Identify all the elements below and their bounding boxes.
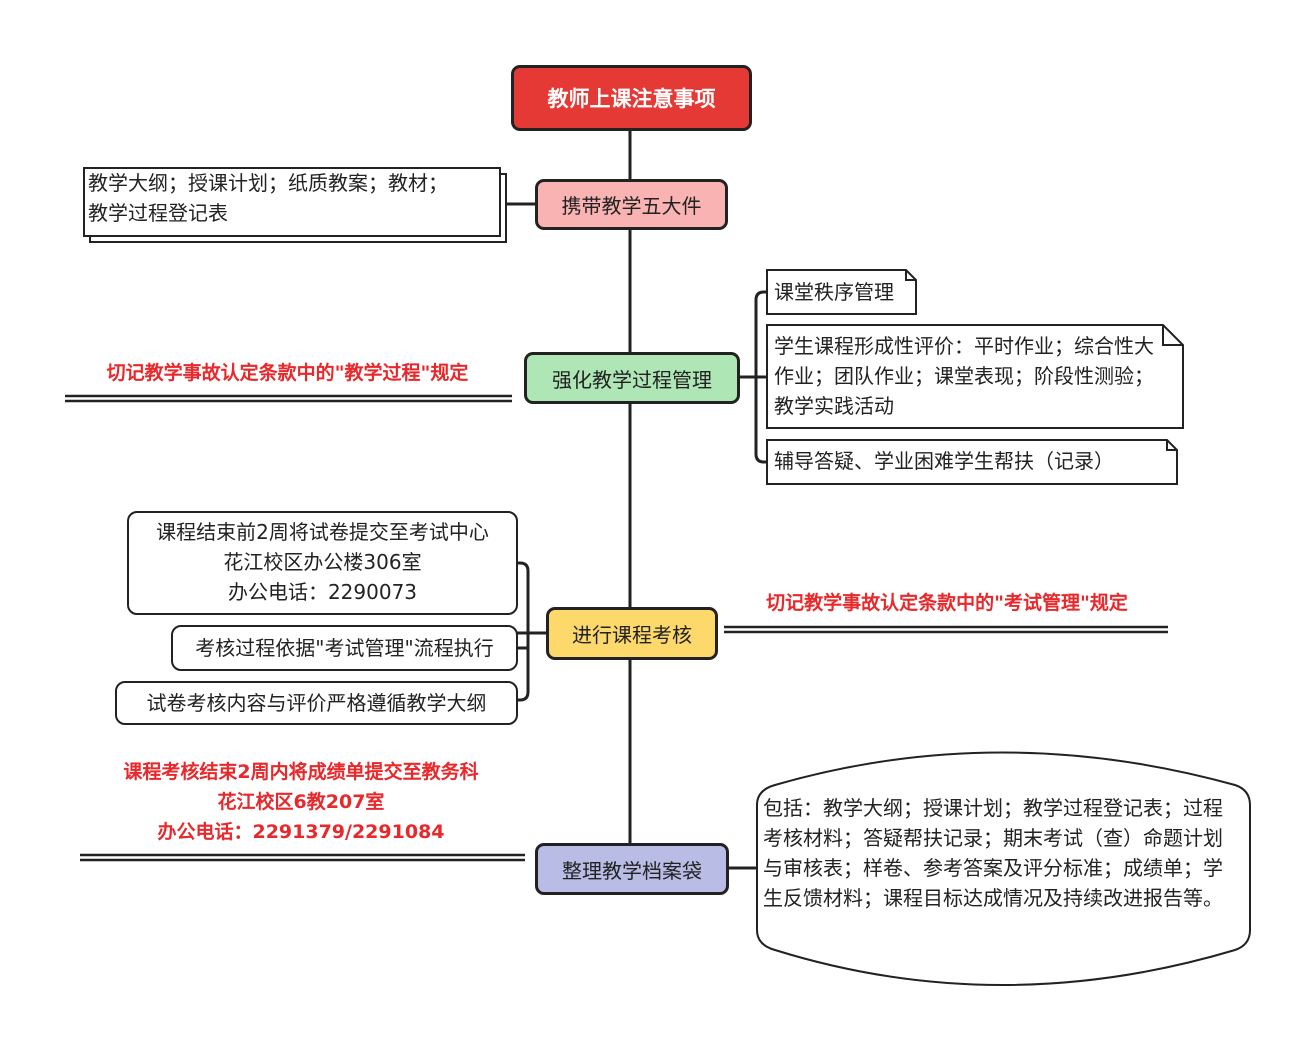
note-box xyxy=(766,439,1178,485)
branch-carry-documents[interactable]: 携带教学五大件 xyxy=(535,179,728,230)
rounded-box xyxy=(127,511,518,615)
note-box xyxy=(766,324,1184,429)
branch-teaching-archive[interactable]: 整理教学档案袋 xyxy=(535,843,729,895)
note-line: 花江校区6教207室 xyxy=(217,791,385,813)
assessment-item: 考核过程依据"考试管理"流程执行 xyxy=(195,636,494,660)
rounded-box xyxy=(115,681,518,725)
root-node[interactable]: 教师上课注意事项 xyxy=(511,65,752,131)
note-line: 课程考核结束2周内将成绩单提交至教务科 xyxy=(123,761,479,783)
carry-documents-details: 教学大纲；授课计划；纸质教案；教材； 教学过程登记表 xyxy=(88,168,498,228)
bracket xyxy=(517,561,530,702)
branch-process-management[interactable]: 强化教学过程管理 xyxy=(524,352,740,404)
assessment-note: 切记教学事故认定条款中的"考试管理"规定 xyxy=(766,592,1128,614)
assessment-item: 试卷考核内容与评价严格遵循教学大纲 xyxy=(146,691,487,715)
item-line: 办公电话：2290073 xyxy=(227,580,418,604)
process-note: 切记教学事故认定条款中的"教学过程"规定 xyxy=(106,362,469,384)
item-line: 花江校区办公楼306室 xyxy=(223,550,422,574)
detail-line: 教学过程登记表 xyxy=(88,201,228,225)
archive-note: 课程考核结束2周内将成绩单提交至教务科 花江校区6教207室 办公电话：2291… xyxy=(70,757,532,847)
process-item: 辅导答疑、学业困难学生帮扶（记录） xyxy=(774,449,1114,473)
detail-box xyxy=(83,167,501,237)
archive-details: 包括：教学大纲；授课计划；教学过程登记表；过程考核材料；答疑帮扶记录；期末考试（… xyxy=(763,796,1223,910)
branch-course-assessment[interactable]: 进行课程考核 xyxy=(546,607,718,660)
process-item: 课堂秩序管理 xyxy=(774,280,894,304)
item-line: 课程结束前2周将试卷提交至考试中心 xyxy=(156,520,489,544)
process-item: 学生课程形成性评价：平时作业；综合性大作业；团队作业；课堂表现；阶段性测验；教学… xyxy=(774,334,1154,418)
note-box xyxy=(766,269,917,315)
detail-line: 教学大纲；授课计划；纸质教案；教材； xyxy=(88,171,448,195)
note-line: 办公电话：2291379/2291084 xyxy=(157,821,445,843)
rounded-box xyxy=(171,625,518,671)
wave-box xyxy=(756,751,1251,986)
assessment-item: 课程结束前2周将试卷提交至考试中心 花江校区办公楼306室 办公电话：22900… xyxy=(128,517,517,607)
